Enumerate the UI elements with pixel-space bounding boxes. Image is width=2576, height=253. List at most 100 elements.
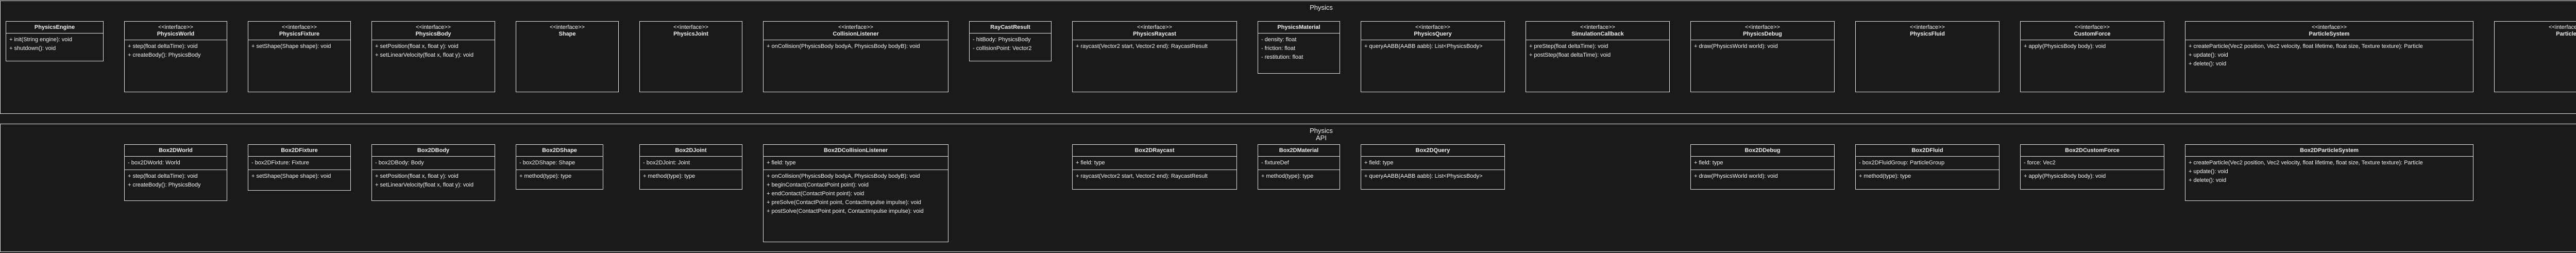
attributes-section: + field: type xyxy=(764,156,948,170)
class-box-physics-raycast[interactable]: <<interface>>PhysicsRaycast+ raycast(Vec… xyxy=(1072,21,1237,92)
class-method: + setShape(Shape shape): void xyxy=(251,173,331,179)
class-stereotype: <<interface>> xyxy=(550,24,585,30)
class-box-collision-listener[interactable]: <<interface>>CollisionListener + onCollis… xyxy=(763,21,948,92)
class-box-physics-material[interactable]: PhysicsMaterial- density: float- frictio… xyxy=(1258,21,1340,74)
class-stereotype: <<interface>> xyxy=(838,24,873,30)
class-attribute: - box2DFluidGroup: ParticleGroup xyxy=(1859,160,1945,166)
class-header: <<interface>>SimulationCallback xyxy=(1526,22,1669,40)
class-header: Box2DFluid xyxy=(1856,145,1999,156)
class-box-shape[interactable]: <<interface>>Shape xyxy=(516,21,619,92)
class-box-particle-system[interactable]: <<interface>>ParticleSystem+ createParti… xyxy=(2185,21,2473,92)
class-name: CollisionListener xyxy=(833,31,879,37)
class-box-physics-body[interactable]: <<interface>>PhysicsBody+ setPosition(fl… xyxy=(371,21,495,92)
methods-section: + apply(PhysicsBody body): void xyxy=(2021,40,2164,53)
attributes-section: - box2DJoint: Joint xyxy=(640,156,742,170)
methods-section: + setShape(Shape shape): void xyxy=(248,170,350,183)
class-attribute: + field: type xyxy=(1076,160,1105,166)
class-box-ray-cast-result[interactable]: RayCastResult- hitBody: PhysicsBody- col… xyxy=(969,21,1052,61)
class-method: + postStep(float deltaTime): void xyxy=(1529,52,1611,58)
attributes-section: - box2DShape: Shape xyxy=(516,156,603,170)
class-method: + draw(PhysicsWorld world): void xyxy=(1694,173,1778,179)
class-method: + setShape(Shape shape): void xyxy=(251,43,331,49)
class-box-particle[interactable]: <<interface>>Particle xyxy=(2494,21,2576,92)
methods-section: + method(type): type xyxy=(1258,170,1340,183)
class-method: + postSolve(ContactPoint point, ContactI… xyxy=(767,208,924,214)
class-method: + queryAABB(AABB aabb): List<PhysicsBody… xyxy=(1364,43,1483,49)
methods-section: + onCollision(PhysicsBody bodyA, Physics… xyxy=(764,170,948,218)
class-method: + raycast(Vector2 start, Vector2 end): R… xyxy=(1076,173,1208,179)
class-box-simulation-callback[interactable]: <<interface>>SimulationCallback+ preStep… xyxy=(1526,21,1670,92)
class-box-physics-fixture[interactable]: <<interface>>PhysicsFixture + setShape(Sh… xyxy=(248,21,351,92)
class-box-box2-d-custom-force[interactable]: Box2DCustomForce- force: Vec2+ apply(Phy… xyxy=(2020,144,2164,190)
api-package: Physics API Box2DWorld- box2DWorld: Worl… xyxy=(0,124,2576,252)
class-name: PhysicsRaycast xyxy=(1133,31,1176,37)
class-box-box2-d-fixture[interactable]: Box2DFixture- box2DFixture: Fixture+ set… xyxy=(248,144,351,191)
class-name: PhysicsMaterial xyxy=(1277,24,1320,30)
class-header: Box2DFixture xyxy=(248,145,350,156)
methods-section: + init(String engine): void+ shutdown():… xyxy=(6,33,103,55)
attributes-section: - hitBody: PhysicsBody - collisionPoint: … xyxy=(970,33,1051,55)
class-attribute: + field: type xyxy=(767,160,796,166)
class-name: Box2DDebug xyxy=(1744,147,1781,154)
methods-section: + draw(PhysicsWorld world): void xyxy=(1691,40,1834,53)
class-box-box2-d-fluid[interactable]: Box2DFluid - box2DFluidGroup: ParticleGro… xyxy=(1855,144,1999,190)
methods-section: + step(float deltaTime): void + createBod… xyxy=(125,40,227,62)
methods-section: + method(type): type xyxy=(1856,170,1999,183)
class-attribute: - box2DShape: Shape xyxy=(519,160,575,166)
class-box-box2-d-query[interactable]: Box2DQuery+ field: type+ queryAABB(AABB … xyxy=(1361,144,1505,190)
class-header: <<interface>>PhysicsFixture xyxy=(248,22,350,40)
class-method: + createBody(): PhysicsBody xyxy=(128,52,201,58)
class-method: + init(String engine): void xyxy=(9,37,72,43)
class-header: Box2DDebug xyxy=(1691,145,1834,156)
class-box-physics-debug[interactable]: <<interface>>PhysicsDebug+ draw(PhysicsW… xyxy=(1690,21,1835,92)
class-attribute: - restitution: float xyxy=(1261,54,1303,60)
class-header: <<interface>>PhysicsWorld xyxy=(125,22,227,40)
class-box-box2-d-raycast[interactable]: Box2DRaycast+ field: type+ raycast(Vecto… xyxy=(1072,144,1237,190)
class-box-box2-d-world[interactable]: Box2DWorld- box2DWorld: World+ step(floa… xyxy=(124,144,227,201)
class-method: + apply(PhysicsBody body): void xyxy=(2024,173,2106,179)
class-box-box2-d-particle-system[interactable]: Box2DParticleSystem+ createParticle(Vec2… xyxy=(2185,144,2473,201)
class-method: + delete(): void xyxy=(2189,177,2227,183)
methods-section: + queryAABB(AABB aabb): List<PhysicsBody… xyxy=(1361,170,1504,183)
class-header: Box2DMaterial xyxy=(1258,145,1340,156)
class-header: <<interface>>CollisionListener xyxy=(764,22,948,40)
class-box-box2-d-joint[interactable]: Box2DJoint- box2DJoint: Joint+ method(ty… xyxy=(639,144,742,190)
class-box-physics-query[interactable]: <<interface>>PhysicsQuery + queryAABB(AAB… xyxy=(1361,21,1505,92)
class-header: Box2DCollisionListener xyxy=(764,145,948,156)
class-header: <<interface>>PhysicsQuery xyxy=(1361,22,1504,40)
class-header: <<interface>>ParticleSystem xyxy=(2185,22,2473,40)
class-box-physics-joint[interactable]: <<interface>>PhysicsJoint xyxy=(639,21,742,92)
class-stereotype: <<interface>> xyxy=(2075,24,2110,30)
class-name: Box2DFluid xyxy=(1911,147,1943,154)
class-header: Box2DCustomForce xyxy=(2021,145,2164,156)
attributes-section: + field: type xyxy=(1073,156,1236,170)
class-box-box2-d-debug[interactable]: Box2DDebug+ field: type+ draw(PhysicsWor… xyxy=(1690,144,1835,190)
class-box-box2-d-body[interactable]: Box2DBody- box2DBody: Body+ setPosition(… xyxy=(371,144,495,201)
class-name: PhysicsBody xyxy=(415,31,451,37)
class-header: <<interface>>Particle xyxy=(2495,22,2576,40)
class-method: + step(float deltaTime): void xyxy=(128,43,198,49)
class-box-physics-fluid[interactable]: <<interface>>PhysicsFluid xyxy=(1855,21,1999,92)
class-box-box2-d-shape[interactable]: Box2DShape- box2DShape: Shape+ method(ty… xyxy=(516,144,603,190)
methods-section: + onCollision(PhysicsBody bodyA, Physics… xyxy=(764,40,948,53)
class-box-box2-d-collision-listener[interactable]: Box2DCollisionListener + field: type + onC… xyxy=(763,144,948,242)
class-stereotype: <<interface>> xyxy=(673,24,708,30)
class-box-physics-world[interactable]: <<interface>>PhysicsWorld+ step(float de… xyxy=(124,21,227,92)
class-method: + update(): void xyxy=(2189,52,2228,58)
class-box-physics-engine[interactable]: PhysicsEngine+ init(String engine): void… xyxy=(6,21,104,61)
class-attribute: - hitBody: PhysicsBody xyxy=(973,37,1031,43)
attributes-section: - fixtureDef xyxy=(1258,156,1340,170)
class-name: Box2DJoint xyxy=(675,147,707,154)
attributes-section: - box2DFluidGroup: ParticleGroup xyxy=(1856,156,1999,170)
class-method: + method(type): type xyxy=(519,173,572,179)
class-name: Box2DWorld xyxy=(159,147,193,154)
class-box-custom-force[interactable]: <<interface>>CustomForce+ apply(PhysicsB… xyxy=(2020,21,2164,92)
class-attribute: - collisionPoint: Vector2 xyxy=(973,45,1032,52)
class-box-box2-d-material[interactable]: Box2DMaterial- fixtureDef+ method(type):… xyxy=(1258,144,1340,190)
class-header: <<interface>>CustomForce xyxy=(2021,22,2164,40)
class-header: <<interface>>PhysicsFluid xyxy=(1856,22,1999,40)
class-attribute: - box2DBody: Body xyxy=(375,160,424,166)
class-method: + onCollision(PhysicsBody bodyA, Physics… xyxy=(767,43,920,49)
class-name: Box2DCustomForce xyxy=(2065,147,2120,154)
package-title: Physics API xyxy=(1,127,2576,142)
